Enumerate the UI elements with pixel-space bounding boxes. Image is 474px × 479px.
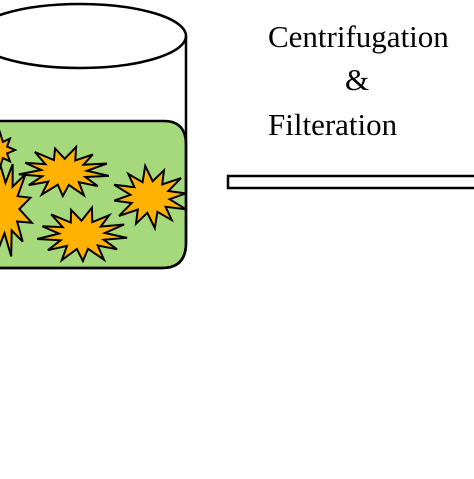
process-label-line2: & xyxy=(345,62,370,97)
starburst-particle-icon xyxy=(0,129,18,171)
starburst-particle-icon xyxy=(36,204,128,264)
beaker-icon xyxy=(0,2,188,270)
particle-group xyxy=(0,129,187,264)
beaker-wall xyxy=(0,36,188,270)
process-label-line3: Filteration xyxy=(268,107,398,142)
starburst-particle-icon xyxy=(18,144,110,199)
process-label-line1: Centrifugation xyxy=(268,19,449,54)
beaker-rim xyxy=(0,2,188,70)
process-arrow-icon xyxy=(226,174,474,190)
starburst-particle-icon xyxy=(0,160,35,257)
starburst-particle-icon xyxy=(113,162,187,232)
